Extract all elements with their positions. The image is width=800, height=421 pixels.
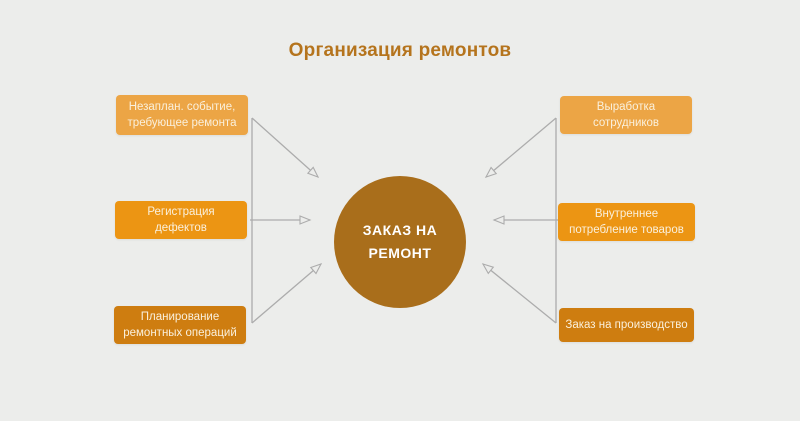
node-production-order: Заказ на производство bbox=[559, 308, 694, 342]
diagram-title: Организация ремонтов bbox=[288, 40, 512, 61]
arrow-left-bottom bbox=[251, 263, 323, 324]
arrow-right-bottom bbox=[481, 263, 557, 324]
center-node-repair-order: ЗАКАЗ НА РЕМОНТ bbox=[334, 176, 466, 308]
node-repair-planning: Планирование ремонтных операций bbox=[114, 306, 246, 344]
arrow-left-top bbox=[251, 117, 320, 178]
node-internal-consumption: Внутреннее потребление товаров bbox=[558, 203, 695, 241]
arrow-right-top bbox=[484, 117, 557, 178]
node-unplanned-event: Незаплан. событие, требующее ремонта bbox=[116, 95, 248, 135]
node-defect-registration: Регистрация дефектов bbox=[115, 201, 247, 239]
node-employee-output: Выработка сотрудников bbox=[560, 96, 692, 134]
